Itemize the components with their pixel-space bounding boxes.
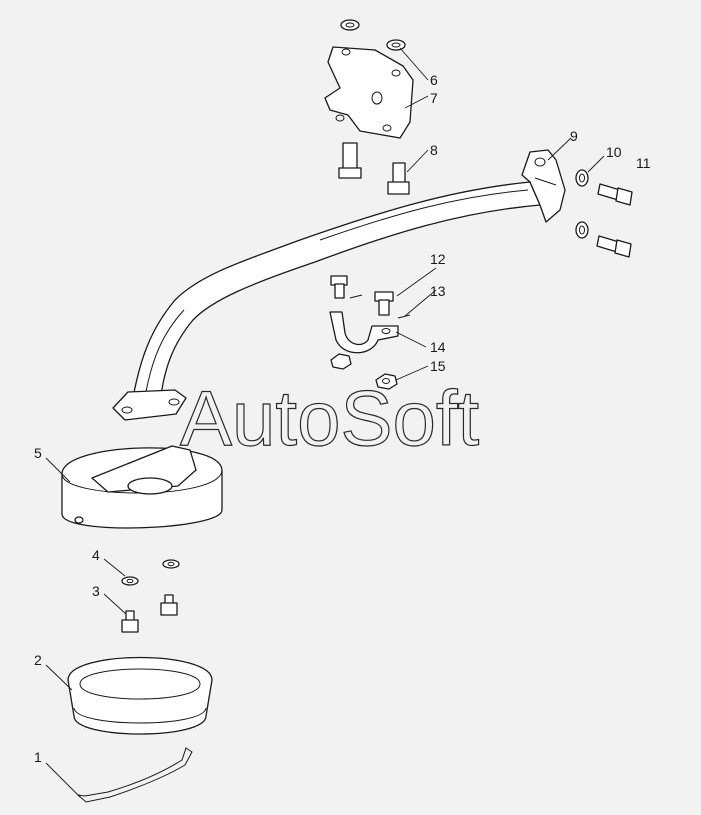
clamp-strap-14 bbox=[329, 311, 399, 354]
screws-3 bbox=[121, 594, 178, 633]
callout-7: 7 bbox=[430, 90, 438, 106]
callout-12: 12 bbox=[430, 251, 446, 267]
callout-8: 8 bbox=[430, 142, 438, 158]
callout-4: 4 bbox=[92, 547, 100, 563]
callout-13: 13 bbox=[430, 283, 446, 299]
strainer-body-5 bbox=[61, 445, 223, 529]
callout-2: 2 bbox=[34, 652, 42, 668]
callout-14: 14 bbox=[430, 339, 446, 355]
leader-lines bbox=[45, 47, 605, 798]
bolts-8 bbox=[338, 142, 410, 195]
washers-6 bbox=[340, 19, 406, 51]
pipe-clamp-9 bbox=[521, 149, 566, 223]
bolts-12 bbox=[330, 275, 394, 316]
washers-4 bbox=[121, 559, 180, 586]
callout-11: 11 bbox=[636, 155, 651, 171]
bracket-plate-7 bbox=[324, 46, 414, 139]
callout-9: 9 bbox=[570, 128, 578, 144]
bolts-11 bbox=[596, 183, 633, 258]
washers-10 bbox=[575, 169, 589, 239]
callout-15: 15 bbox=[430, 358, 446, 374]
spring-washers-13 bbox=[349, 294, 411, 319]
callout-1: 1 bbox=[34, 749, 42, 765]
callout-5: 5 bbox=[34, 445, 42, 461]
callout-10: 10 bbox=[606, 144, 622, 160]
spring-clip-1 bbox=[76, 747, 193, 803]
sealing-ring-2 bbox=[67, 656, 213, 735]
nuts-15 bbox=[330, 353, 398, 390]
callout-3: 3 bbox=[92, 583, 100, 599]
watermark-text: AutoSoft bbox=[180, 374, 480, 462]
callout-numbers: 1 2 3 4 5 6 7 8 9 10 11 12 13 14 15 bbox=[34, 72, 651, 765]
callout-6: 6 bbox=[430, 72, 438, 88]
